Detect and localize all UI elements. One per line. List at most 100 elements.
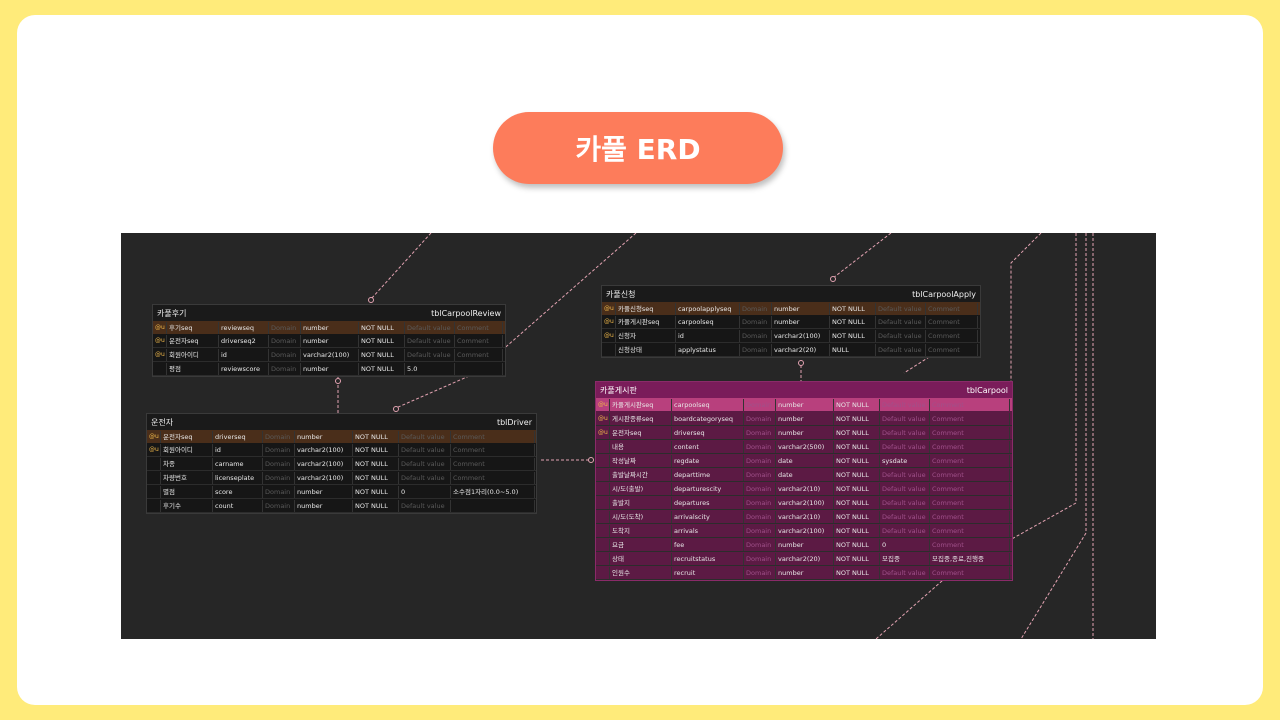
key-icon [596,510,610,523]
cell-def: Default value [399,430,451,443]
cell-cmt: Comment [930,454,1010,467]
cell-def: Default value [880,440,930,453]
cell-cmt: Comment [930,398,1010,411]
cell-col: carpoolseq [672,398,744,411]
cell-def: Default value [880,468,930,481]
table-logical-name: 카풀게시판 [600,385,637,395]
cell-nn: NOT NULL [834,454,880,467]
relation-line [370,233,432,300]
cell-cmt: Comment [930,524,1010,537]
cell-cmt: Comment [455,348,503,361]
cell-nn: NOT NULL [359,321,405,334]
key-icon [153,362,167,375]
cell-col: applystatus [676,343,740,356]
key-icon: @u [147,443,161,456]
table-header: 카풀후기 tblCarpoolReview [153,305,505,321]
cell-cmt: Comment [455,334,503,347]
cell-name: 카풀신청seq [616,302,676,315]
cell-cmt: 모집중,종료,진행중 [930,552,1010,565]
cell-name: 카풀게시판seq [616,315,676,328]
cell-name: 출발날짜시간 [610,468,672,481]
cell-cmt: Comment [451,471,535,484]
cell-domain: Domain [740,315,772,328]
cell-def: Default value [405,334,455,347]
cell-nn: NOT NULL [359,362,405,375]
cell-cmt: Comment [930,496,1010,509]
cell-type: varchar2(10) [776,510,834,523]
cell-col: id [213,443,263,456]
cell-name: 게시판종류seq [610,412,672,425]
cell-col: departurescity [672,482,744,495]
key-icon: @u [596,426,610,439]
cell-def: Default value [405,348,455,361]
cell-def: Default value [880,524,930,537]
cell-nn: NOT NULL [359,334,405,347]
cell-name: 별점 [161,485,213,498]
key-icon [147,499,161,512]
slide-title-pill: 카풀 ERD [493,112,783,184]
cell-domain: Domain [263,485,295,498]
relation-end-marker [588,457,594,463]
cell-name: 카풀게시판seq [610,398,672,411]
cell-type: number [776,538,834,551]
cell-type: varchar2(100) [301,348,359,361]
cell-name: 차량번호 [161,471,213,484]
cell-type: varchar2(20) [772,343,830,356]
cell-cmt: Comment [451,430,535,443]
cell-def: Default value [876,343,926,356]
cell-domain: Domain [744,412,776,425]
cell-name: 후기seq [167,321,219,334]
cell-nn: NOT NULL [834,566,880,579]
cell-domain: Domain [263,457,295,470]
cell-type: varchar2(100) [295,471,353,484]
relation-end-marker [335,378,341,384]
cell-domain: Domain [744,496,776,509]
cell-cmt: Comment [930,482,1010,495]
relation-end-marker [393,406,399,412]
cell-name: 출발지 [610,496,672,509]
cell-col: carpoolapplyseq [676,302,740,315]
cell-domain: Domain [744,566,776,579]
cell-col: departtime [672,468,744,481]
cell-domain: Domain [269,334,301,347]
table-physical-name: tblDriver [496,417,532,427]
cell-nn: NOT NULL [353,457,399,470]
cell-type: date [776,468,834,481]
key-icon [147,485,161,498]
cell-domain: Domain [744,538,776,551]
cell-domain: Domain [744,510,776,523]
cell-nn: NOT NULL [353,430,399,443]
